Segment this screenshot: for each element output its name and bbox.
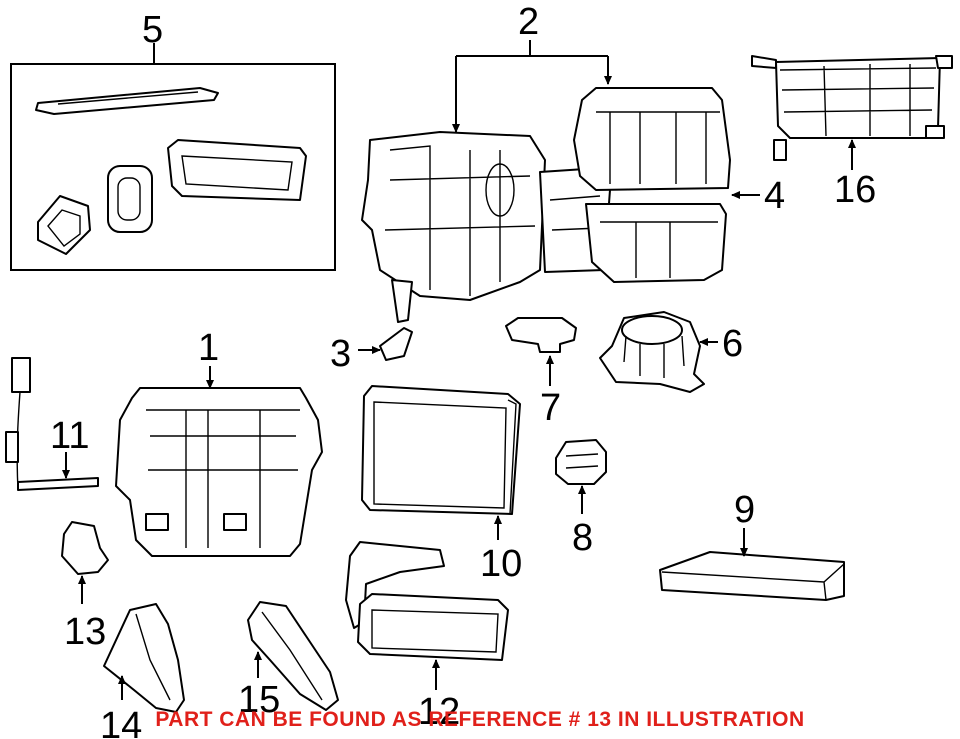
callout-9: 9	[734, 489, 755, 531]
callout-14: 14	[100, 705, 142, 739]
callout-10: 10	[480, 543, 522, 585]
part-14-duct	[103, 603, 185, 713]
part-12-heater-core	[345, 541, 509, 690]
callout-11: 11	[50, 415, 89, 457]
part-9-filter	[659, 528, 845, 601]
callout-13: 13	[64, 611, 106, 653]
reference-note: PART CAN BE FOUND AS REFERENCE # 13 IN I…	[155, 708, 805, 731]
part-8-module	[555, 439, 607, 514]
callout-2: 2	[518, 1, 539, 43]
callout-15: 15	[238, 679, 280, 721]
part-11-harness	[5, 357, 99, 491]
callout-6: 6	[722, 323, 743, 365]
hvac-housing	[361, 40, 760, 323]
part-5-kit	[10, 43, 336, 271]
part-10-evaporator	[361, 385, 521, 540]
part-16-panel	[751, 55, 953, 170]
callout-1: 1	[198, 327, 219, 369]
callout-8: 8	[572, 517, 593, 559]
part-3-duct	[358, 327, 413, 361]
callout-12: 12	[418, 691, 460, 733]
callout-4: 4	[764, 175, 785, 217]
callout-16: 16	[834, 169, 876, 211]
part-7-resistor	[505, 317, 577, 386]
part-15-duct	[247, 601, 339, 711]
part-6-blower-motor	[599, 311, 718, 393]
callout-7: 7	[540, 387, 561, 429]
part-13-actuator	[61, 521, 109, 604]
callout-5: 5	[142, 9, 163, 51]
callout-3: 3	[330, 333, 351, 375]
part-1-case	[115, 366, 323, 557]
